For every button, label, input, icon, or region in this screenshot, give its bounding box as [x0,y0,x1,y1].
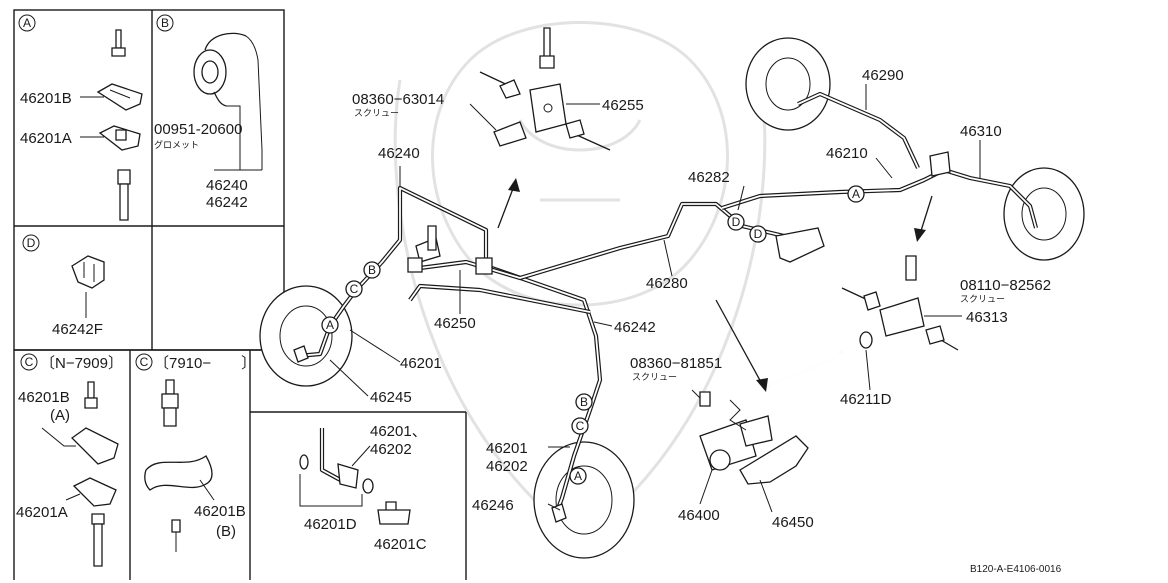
inset-b: B 00951-20600 グロメット 46240 46242 [154,14,263,211]
leader-lines [329,84,981,513]
inset-c1-label-a: (A) [50,407,70,424]
label-46202: 46202 [486,458,528,475]
inset-c1-label-46201b: 46201B [18,389,70,406]
inset-d-label-46242f: 46242F [52,321,103,338]
label-46201-right: 46201 [486,440,528,457]
label-screw-1: スクリュー [354,108,399,119]
inset-b-label-grommet-jp: グロメット [154,139,199,151]
components [293,27,959,523]
inset-a: A 46201B 46201A [18,14,143,221]
inset-e-label-46201c: 46201C [374,536,427,553]
marker-a-left: A [326,318,334,332]
label-46250: 46250 [434,315,476,332]
inset-d-circle [22,234,40,252]
inset-e-label-46202: 46202 [370,441,412,458]
marker-d-2: D [754,227,763,241]
inset-c1: C 〔N−7909〕 46201B (A) 46201A [16,353,123,567]
bracket-46450 [739,435,809,485]
label-46290: 46290 [862,67,904,84]
label-46201-left: 46201 [400,355,442,372]
label-46282: 46282 [688,169,730,186]
inset-a-label-46201a: 46201A [20,130,72,147]
inset-c2: C 〔7910− 〕 46201B (B) [135,353,256,552]
wheels [259,37,1085,559]
inset-e-label-46201: 46201、 [370,423,427,440]
part-labels: 08360−63014 スクリュー 46255 46240 46250 4620… [352,67,1051,531]
label-46450: 46450 [772,514,814,531]
inset-b-label-46242: 46242 [206,194,248,211]
rear-left-wheel [745,37,831,131]
label-08360-81851: 08360−81851 [630,355,722,372]
pipe-markers: A B C B C A A D D [321,185,865,485]
watermark-emblem [393,21,767,542]
inset-a-label-46201b: 46201B [20,90,72,107]
label-46400: 46400 [678,507,720,524]
diagram-id: B120-A-E4106-0016 [970,564,1062,575]
inset-c2-label-b: (B) [216,523,236,540]
label-46246: 46246 [472,497,514,514]
marker-a-right: A [574,469,582,483]
label-46211d: 46211D [840,391,892,408]
marker-d-1: D [732,215,741,229]
inset-frames [13,9,467,580]
arrows [497,178,933,392]
junction-block-46313 [879,297,925,337]
inset-a-circle [18,14,36,32]
marker-b-left: B [368,263,376,277]
inset-c2-label-46201b: 46201B [194,503,246,520]
label-46242: 46242 [614,319,656,336]
inset-c2-range: 〔7910− 〕 [154,355,256,372]
label-08360-63014: 08360−63014 [352,91,444,108]
inset-e-label-46201d: 46201D [304,516,357,533]
label-screw-2: スクリュー [960,294,1005,305]
label-46255: 46255 [602,97,644,114]
rear-right-wheel [1003,167,1085,261]
junction-block-46255 [529,83,567,133]
marker-c-right: C [576,419,585,433]
inset-b-letter: B [161,16,169,30]
label-46310: 46310 [960,123,1002,140]
inset-b-label-46240: 46240 [206,177,248,194]
inset-e: 46201、 46202 46201D 46201C [299,423,427,553]
inset-d: D 46242F [22,234,105,338]
front-left-wheel [259,285,353,387]
inset-b-circle [156,14,174,32]
inset-c1-label-46201a: 46201A [16,504,68,521]
label-46240: 46240 [378,145,420,162]
marker-b-right: B [580,395,588,409]
inset-a-letter: A [23,16,31,30]
inset-d-letter: D [27,236,36,250]
inset-c2-letter: C [140,355,149,369]
inset-c2-circle [135,353,153,371]
inset-c1-letter: C [25,355,34,369]
label-08110-82562: 08110−82562 [960,277,1051,294]
marker-c-left: C [350,282,359,296]
label-screw-3: スクリュー [632,372,677,383]
inset-c1-circle [20,353,38,371]
marker-a-rear: A [852,187,860,201]
front-right-wheel [533,441,635,559]
label-46280: 46280 [646,275,688,292]
inset-c1-range: 〔N−7909〕 [40,355,123,372]
label-46313: 46313 [966,309,1008,326]
inset-b-label-grommet-part: 00951-20600 [154,121,242,138]
label-46210: 46210 [826,145,868,162]
label-46245: 46245 [370,389,412,406]
